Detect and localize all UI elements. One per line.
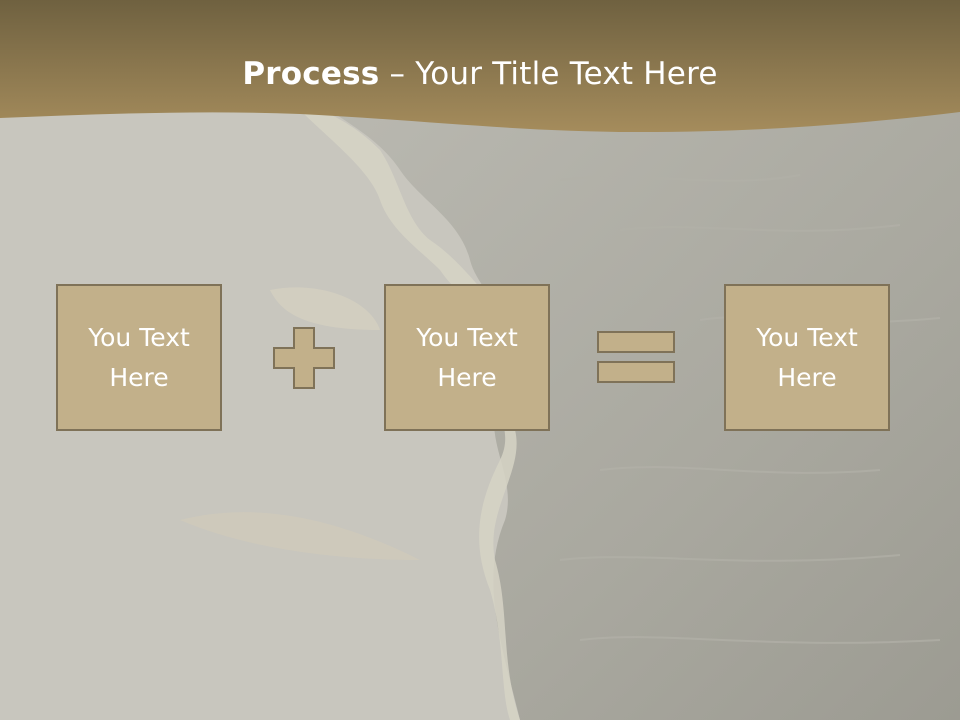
- text-box-1-label: You Text Here: [88, 322, 190, 392]
- text-box-2: You Text Here: [384, 284, 550, 431]
- text-box-2-label: You Text Here: [416, 322, 518, 392]
- equals-icon: [597, 331, 675, 383]
- text-box-1: You Text Here: [56, 284, 222, 431]
- plus-icon: [273, 327, 335, 389]
- title-bold: Process: [242, 56, 380, 92]
- text-box-3: You Text Here: [724, 284, 890, 431]
- text-box-3-label: You Text Here: [756, 322, 858, 392]
- title-rest: – Your Title Text Here: [379, 56, 718, 92]
- slide-title: Process – Your Title Text Here: [0, 52, 960, 96]
